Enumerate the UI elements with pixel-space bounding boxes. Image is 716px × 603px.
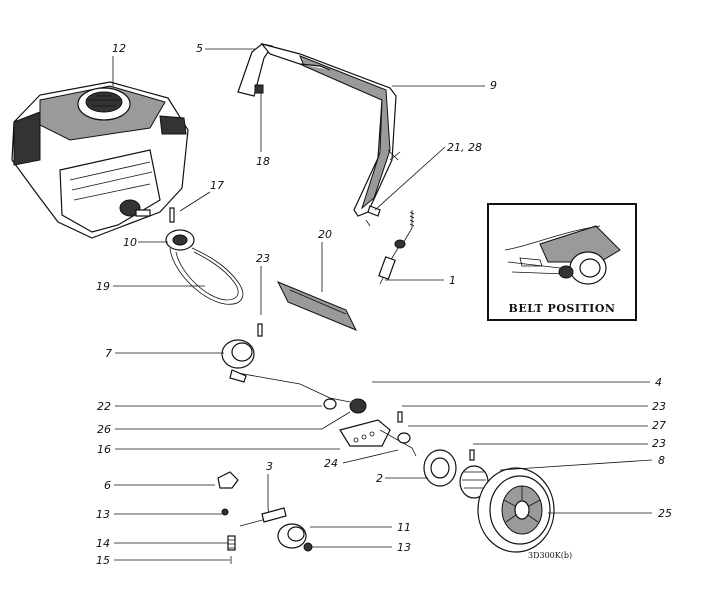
part-number-label: 3 xyxy=(266,460,273,473)
handle-assembly xyxy=(237,42,401,217)
inset-title: BELT POSITION xyxy=(509,302,616,315)
part-number-label: 6 xyxy=(104,479,111,492)
leader-line xyxy=(342,449,399,464)
part-number-label: 17 xyxy=(210,179,224,192)
part-number-label: 8 xyxy=(658,454,665,467)
spacer xyxy=(257,323,263,337)
part-number-label: 20 xyxy=(318,228,332,241)
part-number-label: 13 xyxy=(96,508,110,521)
part-number-label: 11 xyxy=(397,521,411,534)
hardware xyxy=(217,471,313,564)
drawing-code: 3D300K(b) xyxy=(528,551,572,560)
part-number-label: 4 xyxy=(655,376,662,389)
leader-lines xyxy=(112,48,653,561)
part-number-label: 26 xyxy=(97,423,111,436)
part-number-label: 23 xyxy=(652,400,666,413)
part-number-label: 2 xyxy=(376,472,383,485)
part-number-label: 24 xyxy=(324,457,338,470)
part-number-label: 27 xyxy=(652,419,666,432)
rear-wheel xyxy=(423,449,555,553)
part-number-label: 23 xyxy=(256,252,270,265)
part-number-label: 22 xyxy=(97,400,111,413)
decal xyxy=(276,281,358,331)
part-number-label: 16 xyxy=(97,443,111,456)
leader-line xyxy=(374,146,446,211)
part-number-label: 25 xyxy=(658,507,672,520)
part-number-label: 19 xyxy=(96,280,110,293)
part-number-label: 21, 28 xyxy=(447,141,482,154)
drive-belt xyxy=(165,207,244,305)
part-number-label: 12 xyxy=(112,42,126,55)
part-number-label: 18 xyxy=(256,155,270,168)
part-number-label: 9 xyxy=(490,79,497,92)
engine xyxy=(11,81,189,239)
part-number-label: 10 xyxy=(123,236,137,249)
part-number-label: 15 xyxy=(96,554,110,567)
part-number-label: 14 xyxy=(96,537,110,550)
part-number-label: 13 xyxy=(397,541,411,554)
throttle-cable xyxy=(365,205,415,285)
leader-line xyxy=(179,191,211,212)
part-number-label: 5 xyxy=(196,42,203,55)
part-number-label: 1 xyxy=(449,274,456,287)
part-number-label: 23 xyxy=(652,437,666,450)
belt-position-inset: BELT POSITION xyxy=(487,203,637,321)
front-linkage xyxy=(221,339,417,457)
leader-line xyxy=(499,459,653,471)
leader-line xyxy=(115,411,351,430)
part-number-label: 7 xyxy=(105,347,112,360)
